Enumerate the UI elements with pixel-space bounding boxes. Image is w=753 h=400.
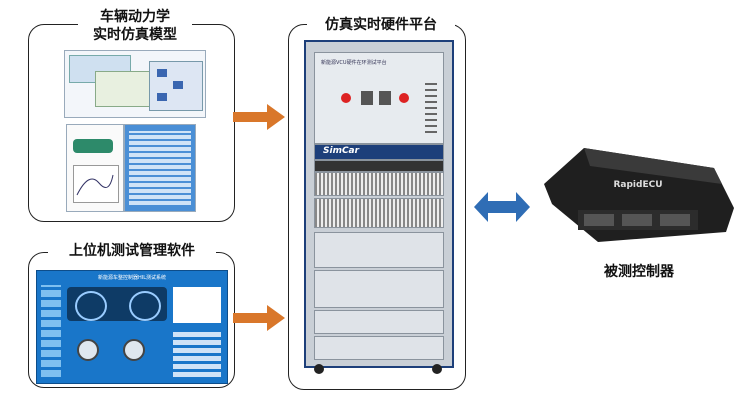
cabinet-wheel-right <box>432 364 442 374</box>
vehicle-model-title-line1: 车辆动力学 <box>100 9 170 25</box>
hil-software-screen: 新能源车整控制器HIL测试系统 <box>36 270 228 384</box>
bidirectional-arrow <box>474 192 530 222</box>
cabinet-label: 新能源VCU硬件在环测试平台 <box>321 60 387 66</box>
hil-cabinet: 新能源VCU硬件在环测试平台 SimCar <box>304 40 454 368</box>
simcar-brand-strip: SimCar <box>314 144 444 160</box>
rapidecu-controller-image <box>544 148 734 242</box>
hil-software-screen-title: 新能源车整控制器HIL测试系统 <box>97 275 167 281</box>
hardware-platform-title: 仿真实时硬件平台 <box>307 16 455 34</box>
simcar-brand: SimCar <box>323 146 360 156</box>
vehicle-parameter-image <box>66 124 124 212</box>
controller-label: 被测控制器 <box>604 264 674 280</box>
parameter-table-image <box>124 124 196 212</box>
vehicle-model-title-line2: 实时仿真模型 <box>93 27 177 43</box>
simulink-model-image <box>64 50 206 118</box>
arrow-software-to-platform <box>233 305 285 331</box>
controller-brand: RapidECU <box>613 180 663 190</box>
emergency-stop-icon <box>341 93 351 103</box>
arrow-model-to-platform <box>233 104 285 130</box>
vehicle-model-title: 车辆动力学 实时仿真模型 <box>78 8 192 44</box>
cabinet-wheel-left <box>314 364 324 374</box>
host-software-title: 上位机测试管理软件 <box>48 242 216 260</box>
